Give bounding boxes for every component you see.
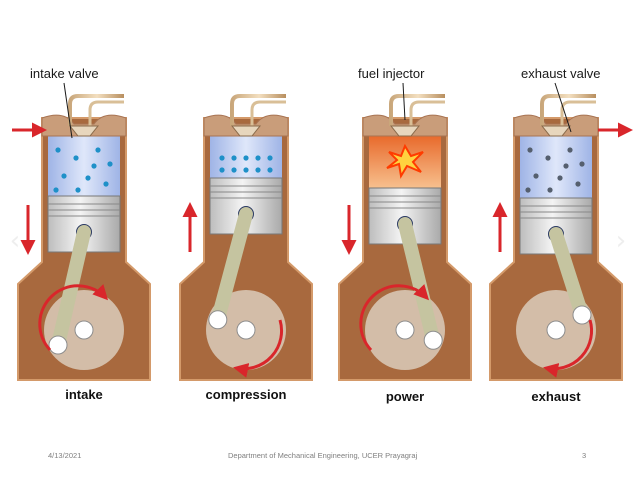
crank-pin	[208, 310, 228, 330]
stroke-label-compression: compression	[206, 387, 287, 402]
valve-seat	[230, 125, 262, 137]
main-bearing	[236, 320, 256, 340]
engine-exhaust	[489, 94, 623, 381]
callout-fuel-injector-leader	[402, 82, 406, 121]
stroke-label-exhaust: exhaust	[531, 389, 581, 404]
gas-droplet	[73, 155, 79, 161]
callout-exhaust-valve-leader	[554, 82, 572, 133]
gas-droplet	[545, 155, 551, 161]
crank-pin	[48, 335, 68, 355]
gas-droplet	[567, 147, 573, 153]
engine-power	[338, 94, 472, 381]
gas-droplet	[547, 187, 553, 193]
gas-droplet	[243, 155, 249, 161]
gas-droplet	[95, 147, 101, 153]
nav-next-arrow[interactable]: ›	[614, 226, 628, 256]
connecting-rod	[398, 217, 441, 348]
injector-pipe	[560, 100, 596, 126]
engine-compression	[179, 94, 313, 381]
gas-droplet	[243, 167, 249, 173]
main-bearing	[395, 320, 415, 340]
intake-pipe	[68, 94, 124, 126]
intake-pipe	[540, 94, 596, 126]
gas-droplet	[61, 173, 67, 179]
intake-pipe	[230, 94, 286, 126]
connecting-rod	[51, 225, 91, 352]
gas-droplet	[55, 147, 61, 153]
gas-droplet	[255, 155, 261, 161]
gas-droplet	[219, 155, 225, 161]
footer-date: 4/13/2021	[48, 451, 82, 460]
crank-rotation-arrow	[543, 319, 594, 378]
gas-droplet	[557, 175, 563, 181]
gas-droplet	[91, 163, 97, 169]
crank-pin	[423, 330, 443, 350]
gas-droplet	[267, 155, 273, 161]
gas-droplet	[75, 187, 81, 193]
main-bearing	[74, 320, 94, 340]
stroke-label-power: power	[386, 389, 424, 404]
gas-droplet	[579, 161, 585, 167]
crank-rotation-arrow	[233, 319, 284, 378]
gas-droplet	[527, 147, 533, 153]
callout-intake-valve: intake valve	[30, 66, 99, 81]
combustion-chamber	[520, 136, 592, 198]
main-bearing	[546, 320, 566, 340]
engine-intake	[17, 94, 151, 381]
footer-page-number: 3	[582, 451, 587, 460]
nav-prev-arrow[interactable]: ‹	[8, 226, 22, 256]
gas-droplet	[575, 181, 581, 187]
crank-pin	[572, 305, 592, 325]
gas-droplet	[85, 175, 91, 181]
gas-droplet	[103, 181, 109, 187]
injector-pipe	[88, 100, 124, 126]
callout-intake-valve-leader	[63, 82, 73, 139]
gas-droplet	[53, 187, 59, 193]
injector-pipe	[409, 100, 445, 126]
combustion-chamber	[48, 136, 120, 196]
gas-droplet	[563, 163, 569, 169]
stroke-label-intake: intake	[65, 387, 103, 402]
gas-droplet	[255, 167, 261, 173]
intake-pipe	[389, 94, 445, 126]
gas-droplet	[231, 155, 237, 161]
gas-droplet	[219, 167, 225, 173]
gas-droplet	[107, 161, 113, 167]
gas-droplet	[533, 173, 539, 179]
valve-seat	[540, 125, 572, 137]
valve-seat	[389, 125, 421, 137]
connecting-rod	[210, 207, 253, 327]
gas-droplet	[267, 167, 273, 173]
chevron-left-icon: ‹	[9, 226, 21, 256]
injector-pipe	[250, 100, 286, 126]
connecting-rod	[549, 227, 589, 322]
callout-fuel-injector: fuel injector	[358, 66, 425, 81]
crank-rotation-arrow	[359, 284, 430, 352]
spark-burst-icon	[386, 143, 424, 179]
gas-droplet	[525, 187, 531, 193]
callout-exhaust-valve: exhaust valve	[521, 66, 601, 81]
chevron-right-icon: ›	[615, 226, 627, 256]
valve-seat	[68, 125, 100, 137]
footer-department: Department of Mechanical Engineering, UC…	[228, 451, 418, 460]
gas-droplet	[231, 167, 237, 173]
crank-rotation-arrow	[38, 284, 109, 352]
